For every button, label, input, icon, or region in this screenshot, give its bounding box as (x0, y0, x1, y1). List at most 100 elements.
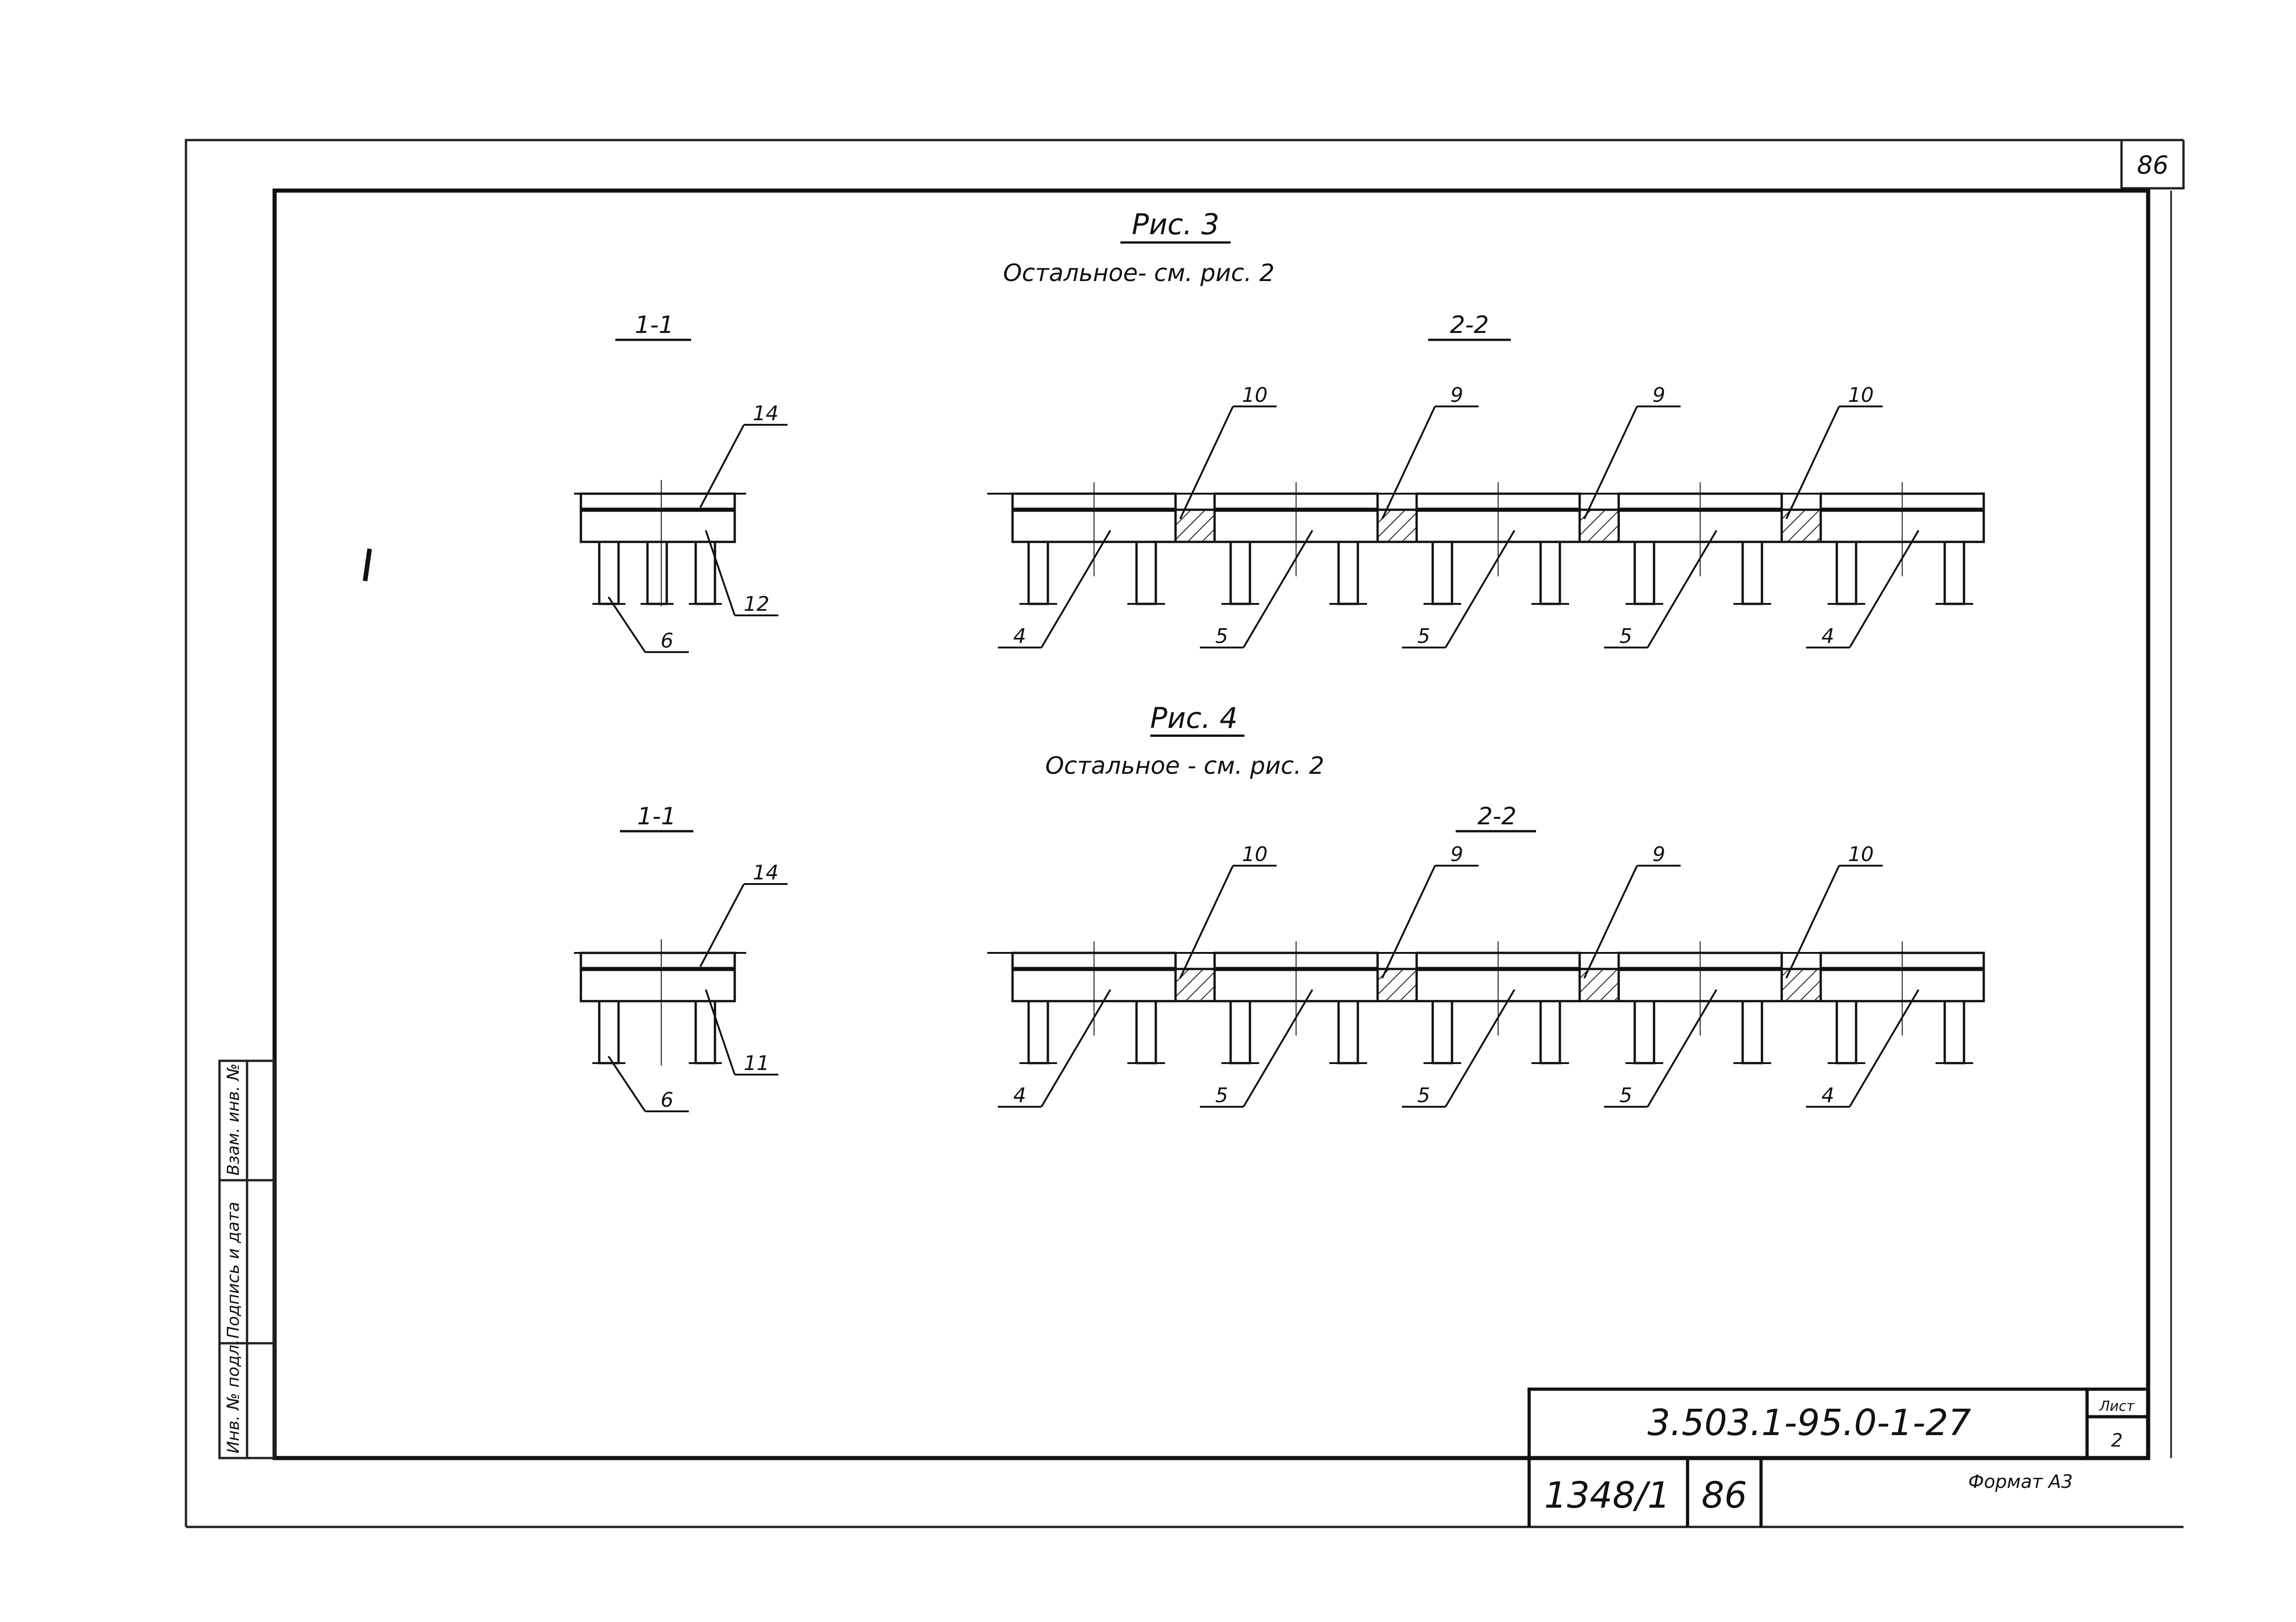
fig3-s2-callout-bottom-0-label: 4 (1013, 625, 1026, 648)
fig3-s2-callout-bottom-2-label: 5 (1418, 625, 1430, 648)
fig3-s2-col-4-0 (1835, 541, 1857, 605)
fig4-s2-callout-top-2-label: 9 (1653, 843, 1666, 866)
fig4-s2-callout-top-1-leader (1381, 865, 1436, 979)
title-block-album: 1348/1 (1544, 1475, 1670, 1516)
fig4-s2-col-2-0 (1431, 1000, 1453, 1064)
fig4-s2-callout-bottom-4-label: 4 (1822, 1084, 1835, 1107)
fig3-s2-col-3-0 (1633, 541, 1655, 605)
fig3-s1-callout-bl-label: 6 (661, 629, 674, 653)
fig4-s1-callout-bl-label: 6 (661, 1088, 674, 1112)
fig4-s2-col-1-0 (1229, 1000, 1251, 1064)
fig3-s2-callout-bottom-2-leader (1445, 529, 1515, 648)
fig3-s2-callout-bottom-4-label: 4 (1822, 625, 1835, 648)
fig3-note: Остальное- см. рис. 2 (1003, 259, 1274, 287)
fig4-s1-callout-top-leader (699, 884, 745, 967)
fig3-s1-callout-bl-leader (608, 596, 646, 653)
inner-frame (272, 188, 2150, 1460)
title-block-page: 86 (1701, 1475, 1747, 1516)
fig4-section-right: 2-2 (1478, 803, 1517, 830)
title-block-sheet-label: Лист (2099, 1398, 2135, 1414)
fig3-s2-col-0-1 (1135, 541, 1157, 605)
fig4-s2-col-0-1 (1135, 1000, 1157, 1064)
fig4-s2-callout-top-0-leader (1179, 865, 1234, 979)
fig4-s2-callout-top-2-leader (1583, 865, 1638, 979)
fig3-s2-col-4-1 (1943, 541, 1965, 605)
fig4-s2-col-4-0 (1835, 1000, 1857, 1064)
side-stamp-replace: Взам. инв. № (224, 1064, 243, 1176)
fig3-s2-col-1-1 (1337, 541, 1359, 605)
fig3-s1-crossbar (580, 508, 736, 543)
fig3-section-left: 1-1 (635, 311, 674, 339)
corner-sheet-number: 86 (2137, 151, 2169, 180)
fig4-s2-callout-bottom-3-leader (1647, 989, 1717, 1108)
fig4-s1-slab (580, 952, 736, 970)
fig3-s2-callout-bottom-3-leader (1647, 529, 1717, 648)
title-block-designation: 3.503.1-95.0-1-27 (1648, 1402, 1971, 1444)
fig3-s1-column-0 (598, 541, 620, 605)
fig4-s2-callout-bottom-1-label: 5 (1216, 1084, 1228, 1107)
title-block-lines (1527, 1387, 2148, 1527)
fig4-s2-col-4-1 (1943, 1000, 1965, 1064)
fig4-s2-joint-0 (1174, 968, 1216, 1002)
fig4-s2-callout-bottom-1-leader (1243, 989, 1313, 1108)
fig3-s2-col-1-0 (1229, 541, 1251, 605)
fig4-s1-column-0 (598, 1000, 620, 1064)
fig4-note: Остальное - см. рис. 2 (1045, 752, 1324, 780)
fig4-s1-callout-br-label: 11 (744, 1052, 770, 1075)
fig4-s2-col-0-0 (1027, 1000, 1049, 1064)
fig4-s2-col-1-1 (1337, 1000, 1359, 1064)
fig4-s2-callout-bottom-2-leader (1445, 989, 1515, 1108)
fig3-s2-callout-bottom-1-leader (1243, 529, 1313, 648)
fig3-s2-callout-top-1-leader (1381, 406, 1436, 519)
fig4-s2-callout-bottom-4-leader (1849, 989, 1919, 1108)
fig3-s2-col-0-0 (1027, 541, 1049, 605)
fig3-s2-callout-top-2-leader (1583, 406, 1638, 519)
fig4-s2-col-3-0 (1633, 1000, 1655, 1064)
outer-frame (185, 139, 2183, 1528)
corner-number-box (2120, 140, 2185, 190)
fig4-s2-callout-top-1-label: 9 (1451, 843, 1463, 866)
fig3-s1-callout-top-label: 14 (753, 402, 779, 425)
fig4-s1-crossbar (580, 968, 736, 1002)
fig3-s2-col-2-1 (1539, 541, 1561, 605)
fig4-s2-callout-top-0-label: 10 (1242, 843, 1268, 866)
fig4-s2-joint-1 (1376, 968, 1418, 1002)
fig3-s2-callout-bottom-4-leader (1849, 529, 1919, 648)
fig3-s1-slab (580, 492, 736, 511)
fig3-s2-callout-top-2-label: 9 (1653, 383, 1666, 407)
fig3-s2-callout-bottom-0-leader (1041, 529, 1111, 648)
title-block-sheet-number: 2 (2111, 1430, 2122, 1451)
fig4-s2-callout-bottom-0-label: 4 (1013, 1084, 1026, 1107)
side-stamp-inv: Инв. № подл. (224, 1340, 243, 1453)
fig3-s1-column-1 (646, 541, 668, 605)
fig3-s2-callout-top-0-leader (1179, 406, 1234, 519)
title-block-format: Формат А3 (1968, 1471, 2073, 1492)
fig4-s2-col-3-1 (1741, 1000, 1763, 1064)
fig3-section-right: 2-2 (1450, 311, 1489, 339)
fig3-s2-callout-bottom-1-label: 5 (1216, 625, 1228, 648)
fig3-s2-col-3-1 (1741, 541, 1763, 605)
fig4-s1-callout-br-leader (705, 989, 736, 1075)
scan-mark (363, 548, 372, 581)
fig3-s2-callout-top-3-label: 10 (1848, 383, 1874, 407)
fig4-s2-callout-bottom-0-leader (1041, 989, 1111, 1108)
fig3-s2-callout-top-0-label: 10 (1242, 383, 1268, 407)
fig3-s1-callout-br-label: 12 (744, 592, 770, 616)
fig4-s2-callout-bottom-3-label: 5 (1620, 1084, 1632, 1107)
fig4-title: Рис. 4 (1150, 701, 1238, 735)
fig4-s2-col-2-1 (1539, 1000, 1561, 1064)
fig4-s1-callout-top-label: 14 (753, 861, 779, 884)
fig3-s2-callout-bottom-3-label: 5 (1620, 625, 1632, 648)
fig3-s1-callout-top-leader (699, 424, 745, 508)
fig4-s2-callout-top-3-label: 10 (1848, 843, 1874, 866)
side-stamp (218, 1059, 276, 1459)
fig3-title: Рис. 3 (1132, 208, 1220, 241)
fig3-s2-callout-top-3-leader (1785, 406, 1840, 519)
fig4-s1-callout-bl-leader (608, 1055, 646, 1112)
fig4-section-left: 1-1 (637, 803, 676, 830)
fig3-s2-col-2-0 (1431, 541, 1453, 605)
side-stamp-sign: Подпись и дата (224, 1202, 243, 1339)
